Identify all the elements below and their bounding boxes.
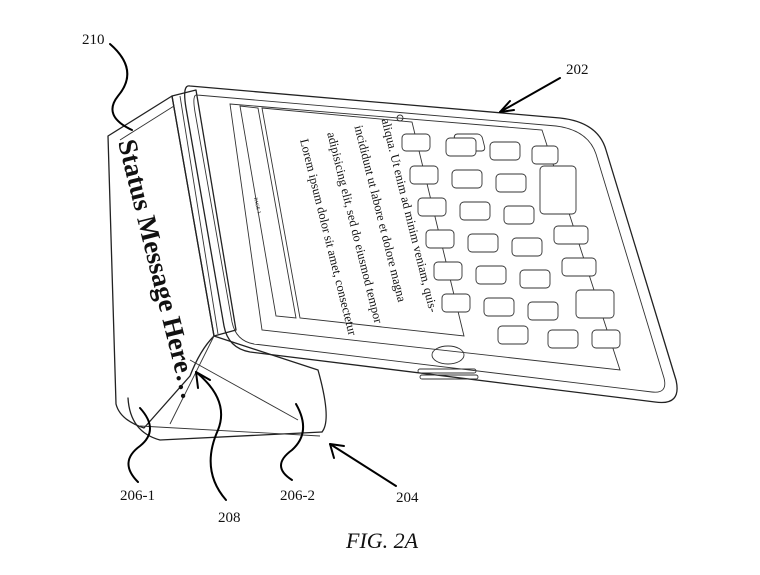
ref-numeral-208: 208 [218, 510, 241, 526]
ref-numeral-206-2: 206-2 [280, 488, 315, 504]
ref-numeral-204: 204 [396, 490, 419, 506]
status-message: Status Message Here… [112, 136, 206, 402]
speaker-grille [417, 368, 479, 380]
leader-210 [109, 43, 133, 131]
leader-202 [499, 77, 561, 113]
arrowhead-208 [195, 371, 211, 389]
folding-cover [107, 89, 327, 441]
screen-sidebar-label: PAGE 1 [252, 197, 261, 215]
arrowhead-202 [499, 100, 515, 113]
leader-204 [329, 443, 397, 487]
home-button [431, 345, 465, 365]
leader-206-2 [280, 403, 304, 481]
leader-lines [109, 43, 561, 501]
cover-segment-right [213, 335, 327, 433]
cover-segment-left [127, 397, 323, 441]
on-screen-keyboard [401, 133, 621, 349]
figure-caption: FIG. 2A [345, 528, 419, 553]
ref-numeral-206-1: 206-1 [120, 488, 155, 504]
arrowhead-204 [329, 443, 345, 459]
ref-numeral-210: 210 [82, 32, 105, 48]
cover-display-panel [107, 95, 215, 429]
ref-numeral-202: 202 [566, 62, 589, 78]
tablet-device: Lorem ipsum dolor sit amet, consectetur … [184, 85, 678, 404]
leader-208 [195, 371, 227, 501]
leader-206-1 [127, 407, 151, 483]
